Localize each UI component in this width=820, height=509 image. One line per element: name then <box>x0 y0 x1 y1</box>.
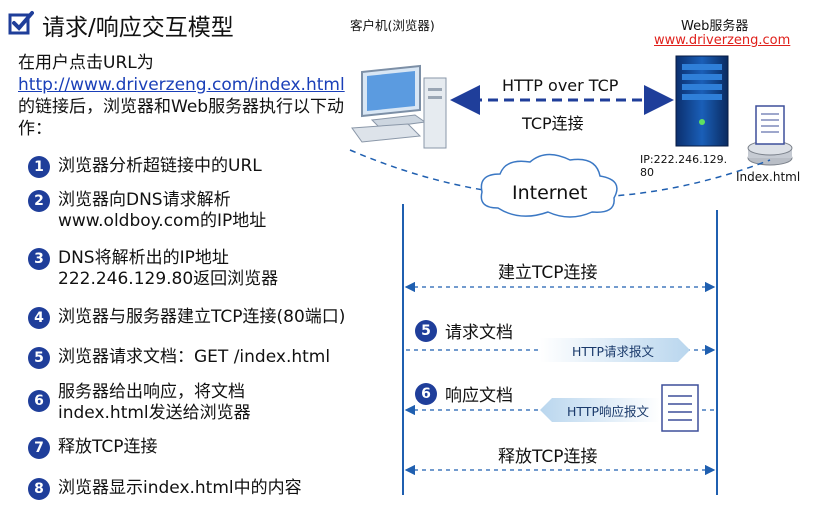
response-label: 响应文档 <box>445 386 513 406</box>
internet-cloud-icon <box>480 153 618 218</box>
client-label: 客户机(浏览器) <box>350 18 435 33</box>
establish-label: 建立TCP连接 <box>498 263 598 283</box>
step-4: 4 浏览器与服务器建立TCP连接(80端口) <box>28 307 345 329</box>
server-ip-label: IP:222.246.129.80 <box>640 153 728 179</box>
response-step-number: 6 <box>415 382 437 405</box>
intro-prefix: 在用户点击URL为 <box>18 53 154 73</box>
step-5: 5 浏览器请求文档：GET /index.html <box>28 347 330 369</box>
server-label: Web服务器 <box>681 19 749 34</box>
index-file-icon <box>747 105 793 166</box>
step-text: 浏览器向DNS请求解析 www.oldboy.com的IP地址 <box>58 190 267 231</box>
client-computer-icon <box>351 64 447 149</box>
request-label-group: 5 请求文档 <box>415 318 513 343</box>
step-text: 释放TCP连接 <box>58 437 158 457</box>
response-label-group: 6 响应文档 <box>415 381 513 406</box>
step-text: 浏览器分析超链接中的URL <box>58 156 262 176</box>
request-message-box <box>540 338 690 362</box>
response-message-box <box>540 398 660 422</box>
step-number: 1 <box>28 156 50 178</box>
intro-paragraph: 在用户点击URL为 http://www.driverzeng.com/inde… <box>18 52 348 140</box>
step-number: 4 <box>28 307 50 329</box>
step-number: 3 <box>28 248 50 270</box>
step-8: 8 浏览器显示index.html中的内容 <box>28 478 302 500</box>
step-text: 浏览器显示index.html中的内容 <box>58 478 302 498</box>
step-1: 1 浏览器分析超链接中的URL <box>28 156 262 178</box>
intro-url-link[interactable]: http://www.driverzeng.com/index.html <box>18 75 345 95</box>
page-title: 请求/响应交互模型 <box>42 15 234 41</box>
request-step-number: 5 <box>415 319 437 342</box>
response-message-label: HTTP响应报文 <box>567 403 649 419</box>
step-6: 6 服务器给出响应，将文档 index.html发送给浏览器 <box>28 382 251 424</box>
http-over-tcp-label: HTTP over TCP <box>502 76 619 95</box>
step-text: 浏览器与服务器建立TCP连接(80端口) <box>58 307 346 327</box>
internet-label: Internet <box>512 182 588 204</box>
step-number: 6 <box>28 390 50 412</box>
step-number: 7 <box>28 437 50 459</box>
step-number: 2 <box>28 190 50 212</box>
checkbox-icon <box>8 11 34 35</box>
intro-suffix: 的链接后，浏览器和Web服务器执行以下动作： <box>18 97 345 139</box>
server-url: www.driverzeng.com <box>654 33 791 48</box>
release-label: 释放TCP连接 <box>498 447 598 467</box>
step-number: 5 <box>28 347 50 369</box>
step-text: 服务器给出响应，将文档 index.html发送给浏览器 <box>58 382 251 423</box>
server-tower-icon <box>675 55 729 147</box>
step-2: 2 浏览器向DNS请求解析 www.oldboy.com的IP地址 <box>28 190 266 232</box>
request-message-label: HTTP请求报文 <box>572 343 654 359</box>
index-file-label: Index.html <box>736 170 801 184</box>
step-7: 7 释放TCP连接 <box>28 437 158 459</box>
request-label: 请求文档 <box>445 323 513 343</box>
step-text: DNS将解析出的IP地址 222.246.129.80返回浏览器 <box>58 248 279 289</box>
step-3: 3 DNS将解析出的IP地址 222.246.129.80返回浏览器 <box>28 248 278 290</box>
response-document-icon <box>661 384 699 432</box>
step-number: 8 <box>28 478 50 500</box>
step-text: 浏览器请求文档：GET /index.html <box>58 347 331 367</box>
tcp-connection-label: TCP连接 <box>522 114 584 133</box>
